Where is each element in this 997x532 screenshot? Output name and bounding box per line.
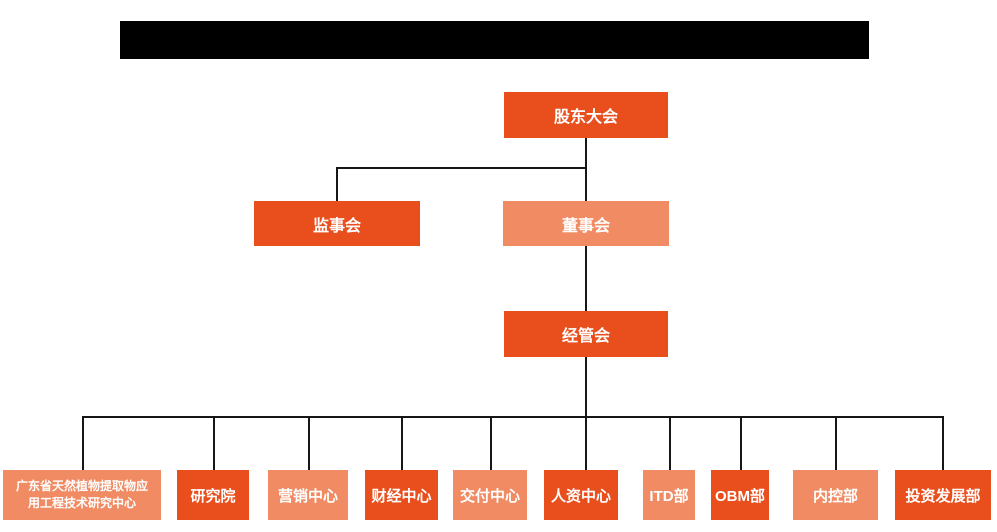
org-node-supervisory-board: 监事会 <box>254 201 420 246</box>
dept-box-delivery-center: 交付中心 <box>453 470 527 520</box>
connector-branch-horizontal <box>336 167 587 169</box>
dept-box-itd: ITD部 <box>643 470 695 520</box>
dept-box-investment-development: 投资发展部 <box>895 470 991 520</box>
connector-drop-9 <box>835 416 837 470</box>
dept-box-research-institute: 研究院 <box>177 470 249 520</box>
connector-drop-3 <box>308 416 310 470</box>
dept-box-obm: OBM部 <box>711 470 769 520</box>
connector-drop-8 <box>740 416 742 470</box>
connector-drop-4 <box>401 416 403 470</box>
connector-board-management <box>585 246 587 312</box>
connector-bus-horizontal <box>82 416 944 418</box>
connector-management-trunk <box>585 357 587 470</box>
connector-drop-1 <box>82 416 84 470</box>
org-node-board-of-directors: 董事会 <box>503 201 669 246</box>
dept-box-finance-center: 财经中心 <box>365 470 438 520</box>
org-node-management-committee: 经管会 <box>504 311 668 357</box>
org-node-shareholders-meeting: 股东大会 <box>504 92 668 138</box>
connector-shareholders-down <box>585 138 587 202</box>
connector-drop-2 <box>213 416 215 470</box>
dept-box-internal-control: 内控部 <box>793 470 878 520</box>
redacted-title-bar <box>120 21 869 59</box>
dept-box-research-center: 广东省天然植物提取物应用工程技术研究中心 <box>3 470 161 520</box>
connector-drop-5 <box>490 416 492 470</box>
dept-box-marketing-center: 营销中心 <box>268 470 348 520</box>
connector-drop-7 <box>669 416 671 470</box>
connector-drop-10 <box>942 416 944 470</box>
connector-supervisory-drop <box>336 167 338 202</box>
dept-box-hr-center: 人资中心 <box>544 470 618 520</box>
